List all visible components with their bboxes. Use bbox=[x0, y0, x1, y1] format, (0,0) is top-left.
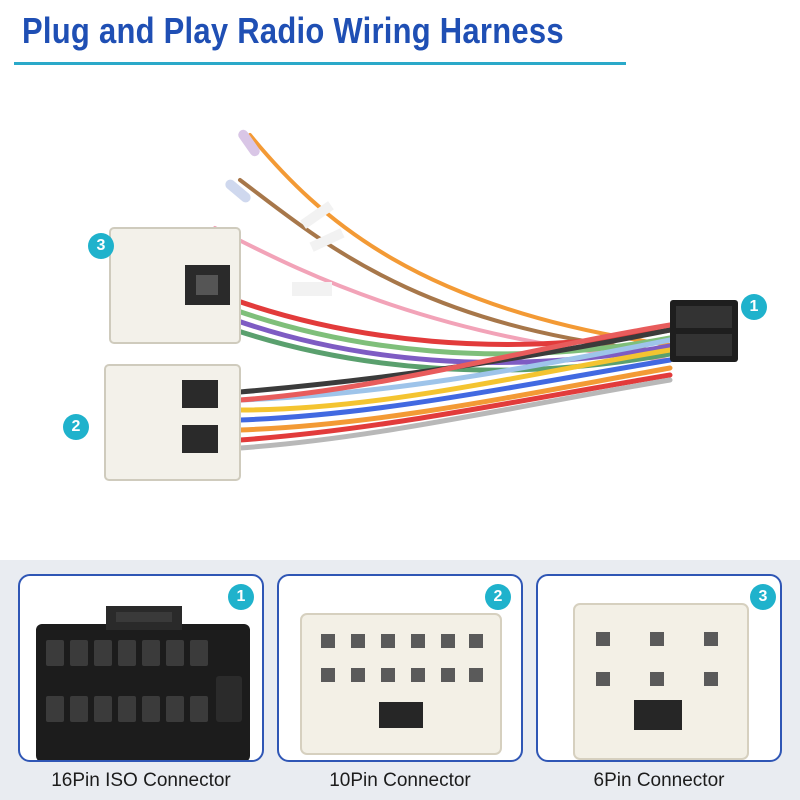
card-6pin: 3 bbox=[536, 574, 782, 762]
caption-10pin: 10Pin Connector bbox=[329, 770, 471, 791]
badge-connector-2: 2 bbox=[63, 414, 89, 440]
6pin-connector-image bbox=[573, 603, 749, 760]
card-badge-2: 2 bbox=[485, 584, 511, 610]
badge-connector-1: 1 bbox=[741, 294, 767, 320]
page-title: Plug and Play Radio Wiring Harness bbox=[22, 10, 564, 51]
connector-3-shape bbox=[109, 227, 241, 344]
card-badge-3: 3 bbox=[750, 584, 776, 610]
title-underline bbox=[14, 62, 626, 65]
10pin-connector-image bbox=[300, 613, 502, 755]
wiring-harness-illustration bbox=[104, 129, 738, 481]
card-badge-1: 1 bbox=[228, 584, 254, 610]
card-16pin-iso: 1 bbox=[18, 574, 264, 762]
badge-connector-3: 3 bbox=[88, 233, 114, 259]
connector-1-shape bbox=[670, 300, 738, 362]
iso-connector-image bbox=[36, 606, 250, 760]
caption-16pin-iso: 16Pin ISO Connector bbox=[51, 770, 231, 791]
connector-2-shape bbox=[104, 364, 241, 481]
caption-6pin: 6Pin Connector bbox=[593, 770, 725, 791]
card-10pin: 2 bbox=[277, 574, 523, 762]
